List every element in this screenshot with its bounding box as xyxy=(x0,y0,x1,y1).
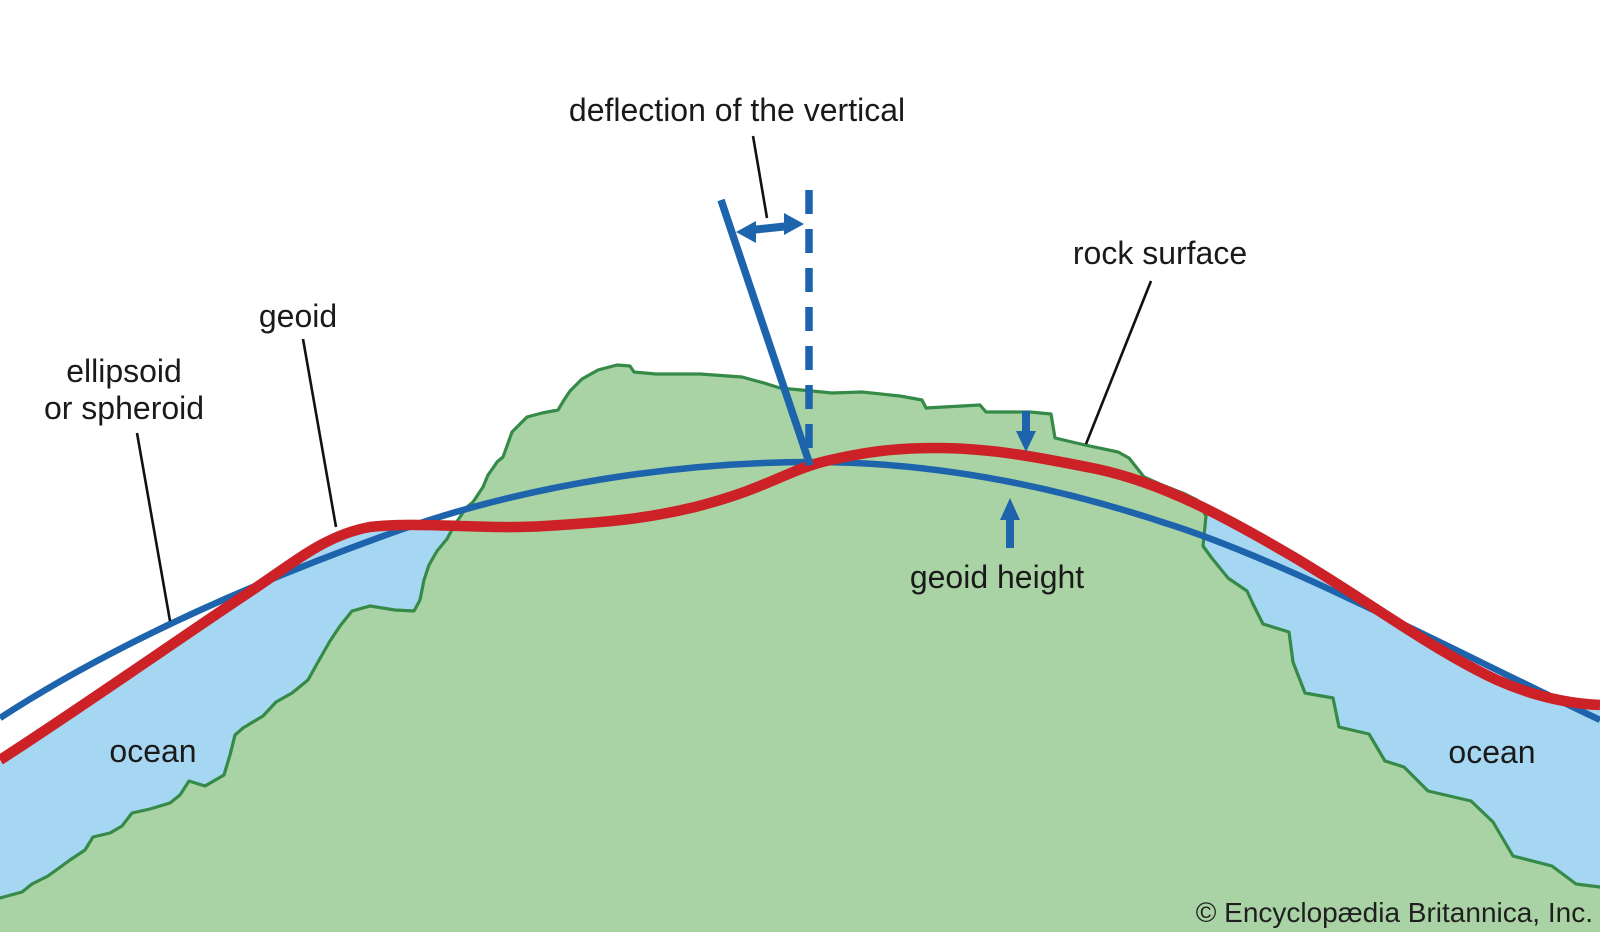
ocean-right-region xyxy=(1197,500,1600,887)
geoid-height-lower-arrow-icon xyxy=(1000,498,1020,548)
deflection-arrowhead-left xyxy=(736,221,756,243)
credit-label: © Encyclopædia Britannica, Inc. xyxy=(1196,897,1593,928)
rock-surface-leader-line xyxy=(1084,280,1153,445)
geoid-height-upper-arrow-icon xyxy=(1016,411,1036,452)
ocean-label-left: ocean xyxy=(109,733,196,769)
deflection-leader-line xyxy=(751,135,769,219)
geoid-leader-line xyxy=(301,338,338,528)
rock-surface-label: rock surface xyxy=(1073,235,1247,271)
deflection-label: deflection of the vertical xyxy=(569,92,905,128)
ellipsoid-leader-line xyxy=(135,432,172,622)
deflection-double-arrow-icon xyxy=(736,213,804,243)
ocean-left-region xyxy=(0,524,455,898)
geoid-height-lower-arrowhead xyxy=(1000,498,1020,520)
geoid-label: geoid xyxy=(259,298,337,334)
geoid-height-upper-arrowhead xyxy=(1016,431,1036,452)
geoid-curve xyxy=(0,442,1600,765)
deflection-arrow-shaft xyxy=(750,222,790,234)
deflection-arrowhead-right xyxy=(784,213,804,235)
deflected-plumb-line xyxy=(717,198,814,467)
landmass-coastline xyxy=(0,363,1600,900)
geoid-height-label: geoid height xyxy=(910,559,1084,595)
ocean-label-right: ocean xyxy=(1448,734,1535,770)
ellipsoid-label-line2: or spheroid xyxy=(44,390,204,426)
ellipsoid-label-line1: ellipsoid xyxy=(66,353,182,389)
